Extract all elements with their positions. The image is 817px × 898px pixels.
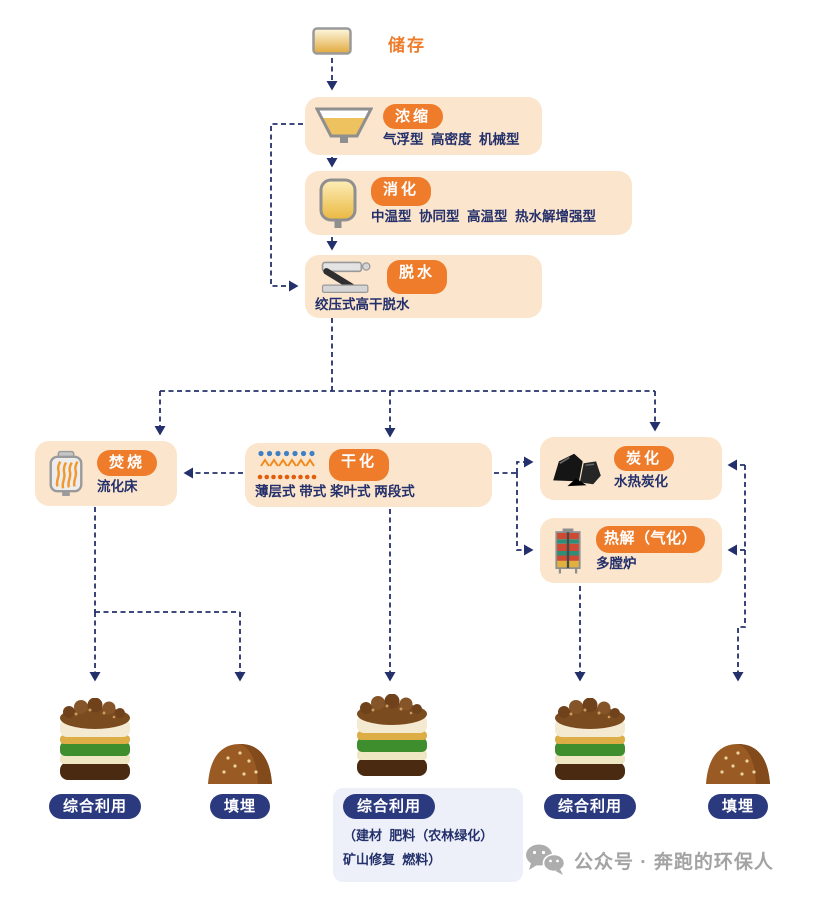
reuse-center-note: 综合利用 （建材 肥料（农林绿化） 矿山修复 燃料） [333, 788, 523, 883]
node-carbonization: 炭化 水热炭化 [540, 437, 722, 500]
soil-layers-icon [56, 698, 134, 786]
thickening-badge: 浓缩 [383, 103, 444, 129]
digester-tank-icon [315, 177, 361, 229]
arrow-drying-to-pyrolysis [516, 473, 534, 556]
output-reuse-right: 综合利用 [535, 698, 645, 819]
node-pyrolysis: 热解（气化） 多膛炉 [540, 518, 722, 583]
landfill-right-badge: 填埋 [707, 794, 768, 819]
thickener-tank-icon [314, 104, 374, 148]
storage-label: 储存 [388, 36, 426, 55]
reuse-center-badge: 综合利用 [343, 794, 436, 819]
dewatering-types: 绞压式高干脱水 [315, 296, 410, 312]
arrow-right-to-landfill [732, 465, 746, 682]
wechat-icon [524, 843, 566, 877]
storage-tank-icon [312, 27, 352, 55]
reuse-center-note-line2: 矿山修复 燃料） [343, 852, 442, 868]
multi-hearth-furnace-icon [550, 526, 586, 576]
soil-layers-icon [551, 698, 629, 786]
output-reuse-center [337, 694, 447, 782]
node-incineration: 焚烧 流化床 [35, 441, 177, 506]
arrow-thickening-bypass-to-dewatering [270, 123, 303, 292]
digestion-types: 中温型 协同型 高温型 热水解增强型 [371, 208, 597, 224]
output-landfill-left: 填埋 [185, 698, 295, 819]
incineration-types: 流化床 [97, 479, 138, 495]
arrow-drying-to-carbonization [516, 456, 534, 473]
watermark: 公众号 · 奔跑的环保人 [524, 843, 774, 877]
output-landfill-right: 填埋 [683, 698, 793, 819]
node-digestion: 消化 中温型 协同型 高温型 热水解增强型 [305, 171, 632, 235]
carbonization-badge: 炭化 [614, 446, 675, 472]
incineration-badge: 焚烧 [97, 449, 158, 477]
soil-layers-icon [353, 694, 431, 782]
drying-types: 薄层式 带式 桨叶式 两段式 [255, 484, 415, 500]
digestion-badge: 消化 [371, 177, 432, 206]
landfill-mound-icon [206, 698, 274, 786]
belt-press-icon [315, 260, 377, 294]
drying-badge: 干化 [329, 449, 390, 482]
reuse-right-badge: 综合利用 [543, 794, 636, 819]
node-drying: 干化 薄层式 带式 桨叶式 两段式 [245, 443, 492, 507]
pyrolysis-badge: 热解（气化） [596, 525, 706, 554]
reuse-center-note-line1: （建材 肥料（农林绿化） [343, 828, 494, 843]
reuse-left-badge: 综合利用 [48, 794, 141, 819]
node-dewatering: 脱水 绞压式高干脱水 [305, 255, 542, 318]
dewatering-badge: 脱水 [387, 259, 448, 294]
landfill-mound-icon [704, 698, 772, 786]
landfill-left-badge: 填埋 [209, 794, 270, 819]
carbonization-types: 水热炭化 [614, 474, 668, 490]
coal-icon [550, 449, 604, 489]
pyrolysis-types: 多膛炉 [596, 556, 637, 572]
incinerator-icon [45, 450, 87, 498]
node-thickening: 浓缩 气浮型 高密度 机械型 [305, 97, 542, 155]
watermark-text: 公众号 · 奔跑的环保人 [574, 851, 774, 873]
output-reuse-left: 综合利用 [40, 698, 150, 819]
thickening-types: 气浮型 高密度 机械型 [383, 131, 520, 147]
dryer-icon [255, 449, 319, 481]
